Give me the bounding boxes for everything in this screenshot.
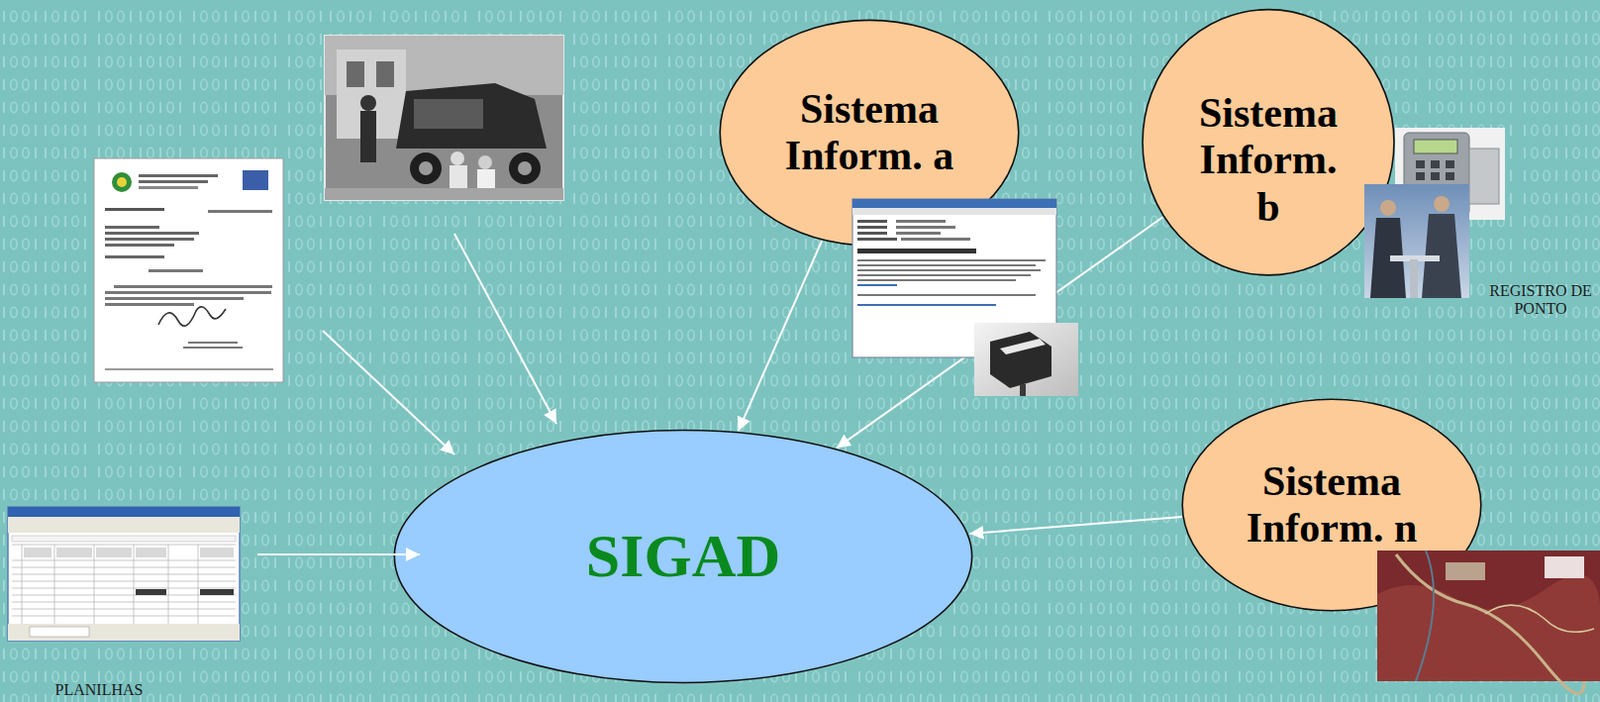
flow-arrow	[969, 516, 1183, 534]
node-label: Sistema Inform. n	[1232, 458, 1431, 552]
image-caption: REGISTRO DE PONTO	[1487, 282, 1595, 319]
source-arrows	[257, 233, 557, 555]
sigad-ellipse: SIGAD	[392, 428, 975, 685]
node-label: SIGAD	[485, 521, 882, 591]
flow-arrow	[738, 240, 823, 431]
spreadsheet-window	[7, 506, 240, 641]
node-label: Sistema Inform. b	[1192, 90, 1346, 230]
image-caption: PLANILHAS	[39, 681, 159, 700]
system-ellipse: Sistema Inform. b	[1141, 7, 1396, 277]
image-caption-box: REGISTRO DE PONTO	[1487, 282, 1595, 319]
aerial-map	[1377, 550, 1600, 694]
historic-photo	[324, 35, 564, 200]
people-photo	[1364, 184, 1470, 299]
image-caption-box: PLANILHAS	[39, 681, 159, 700]
node-label: Sistema Inform. a	[770, 86, 969, 180]
document-image	[94, 158, 284, 383]
mailbox-photo	[974, 322, 1079, 397]
